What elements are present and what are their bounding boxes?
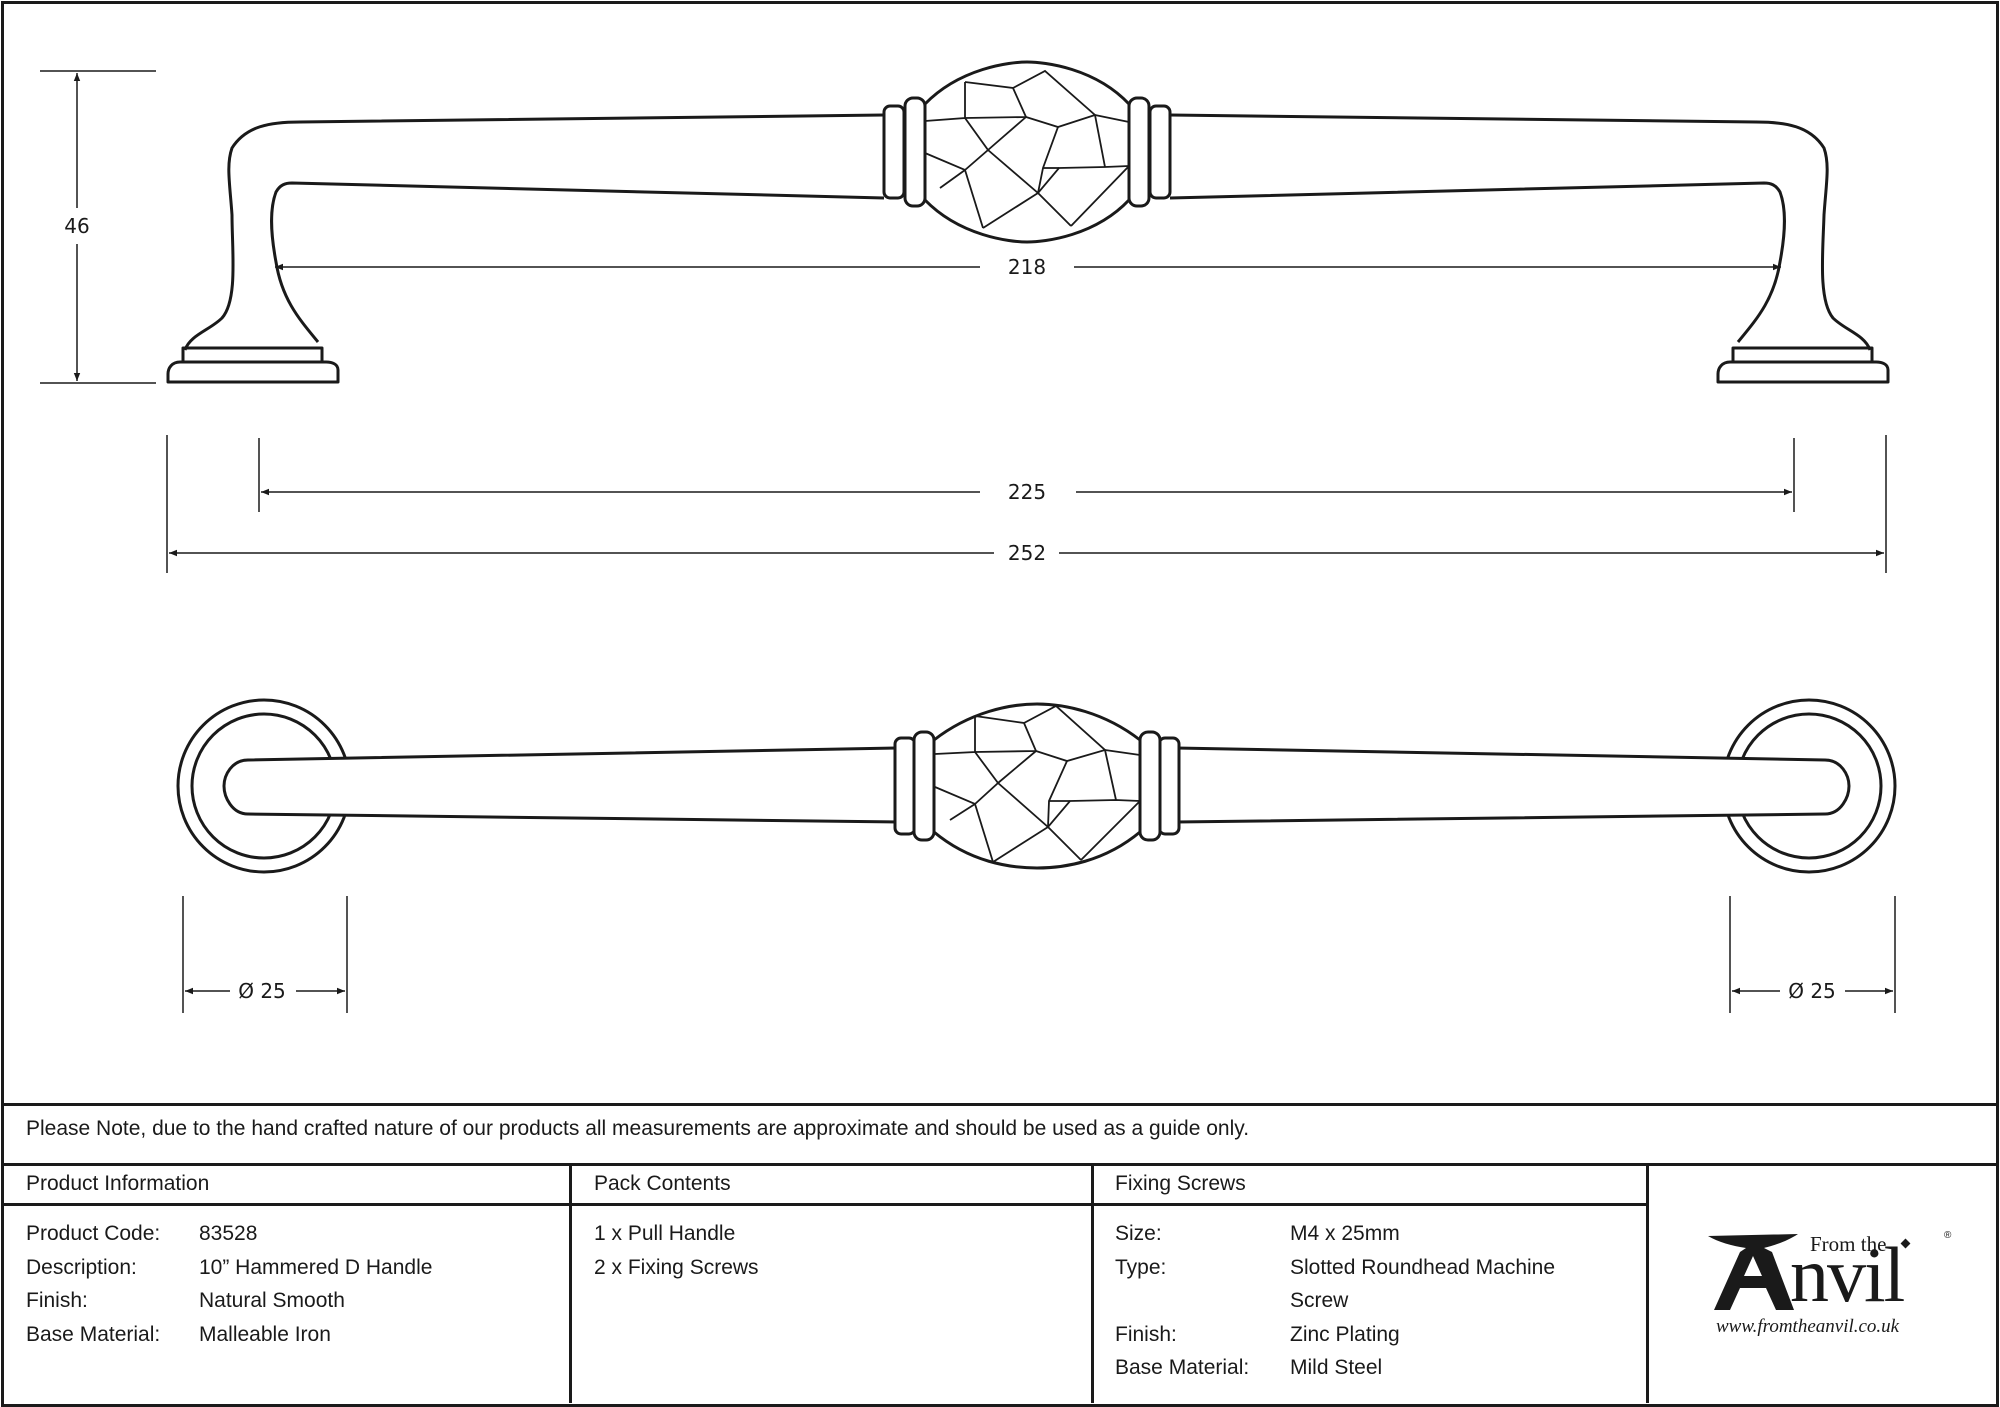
column-divider-2 bbox=[1091, 1163, 1094, 1403]
dimension-left-diameter-label: Ø 25 bbox=[238, 979, 286, 1003]
dimension-left-diameter bbox=[182, 896, 348, 1013]
base-material-label: Base Material: bbox=[26, 1323, 161, 1346]
screw-base-material-label: Base Material: bbox=[1115, 1356, 1250, 1379]
logo-brand-rest: nvil bbox=[1790, 1231, 1905, 1318]
header-underline bbox=[1, 1203, 1648, 1206]
finish-label: Finish: bbox=[26, 1289, 88, 1312]
dimension-height-label: 46 bbox=[64, 214, 89, 238]
side-view-crackle bbox=[924, 69, 1130, 229]
dimension-right-diameter bbox=[1729, 896, 1896, 1013]
dimension-overall-label: 252 bbox=[1008, 541, 1046, 565]
dimension-centres-overall bbox=[166, 435, 1887, 573]
screw-type-value-continued: Screw bbox=[1290, 1289, 1349, 1312]
description-label: Description: bbox=[26, 1256, 137, 1279]
measurement-note: Please Note, due to the hand crafted nat… bbox=[26, 1117, 1250, 1140]
product-code-label: Product Code: bbox=[26, 1222, 161, 1245]
description-value: 10” Hammered D Handle bbox=[199, 1256, 433, 1279]
dimension-inner-span-label: 218 bbox=[1008, 255, 1046, 279]
anvil-icon bbox=[1708, 1234, 1798, 1310]
column-divider-1 bbox=[569, 1163, 572, 1403]
logo-url: www.fromtheanvil.co.uk bbox=[1716, 1316, 1900, 1337]
table-top-border bbox=[1, 1103, 1998, 1106]
dimension-height bbox=[40, 70, 156, 384]
registered-mark: ® bbox=[1944, 1230, 1952, 1241]
screw-size-label: Size: bbox=[1115, 1222, 1162, 1245]
side-view bbox=[166, 60, 1890, 384]
screw-base-material-value: Mild Steel bbox=[1290, 1356, 1383, 1379]
logo-from-the: From the bbox=[1810, 1232, 1887, 1256]
dimension-right-diameter-label: Ø 25 bbox=[1788, 979, 1836, 1003]
screw-finish-value: Zinc Plating bbox=[1290, 1323, 1400, 1346]
column-divider-3 bbox=[1646, 1163, 1649, 1403]
top-view-crackle bbox=[934, 704, 1141, 863]
top-view bbox=[176, 698, 1897, 874]
screw-size-value: M4 x 25mm bbox=[1290, 1222, 1400, 1245]
screw-type-label: Type: bbox=[1115, 1256, 1167, 1279]
screw-finish-label: Finish: bbox=[1115, 1323, 1177, 1346]
screw-type-value: Slotted Roundhead Machine bbox=[1290, 1256, 1556, 1279]
product-code-value: 83528 bbox=[199, 1222, 258, 1245]
note-bottom-border bbox=[1, 1163, 1998, 1166]
base-material-value: Malleable Iron bbox=[199, 1323, 331, 1346]
finish-value: Natural Smooth bbox=[199, 1289, 345, 1312]
pack-contents-heading: Pack Contents bbox=[594, 1172, 731, 1195]
from-the-anvil-logo: From the nvil ® www.fromtheanvil.co.uk bbox=[1706, 1222, 1966, 1342]
technical-drawing: 46 218 225 252 bbox=[40, 60, 1897, 1013]
pack-item: 1 x Pull Handle bbox=[594, 1222, 736, 1245]
pack-item: 2 x Fixing Screws bbox=[594, 1256, 759, 1279]
product-information-heading: Product Information bbox=[26, 1172, 210, 1195]
dimension-centres-label: 225 bbox=[1008, 480, 1046, 504]
fixing-screws-heading: Fixing Screws bbox=[1115, 1172, 1246, 1195]
